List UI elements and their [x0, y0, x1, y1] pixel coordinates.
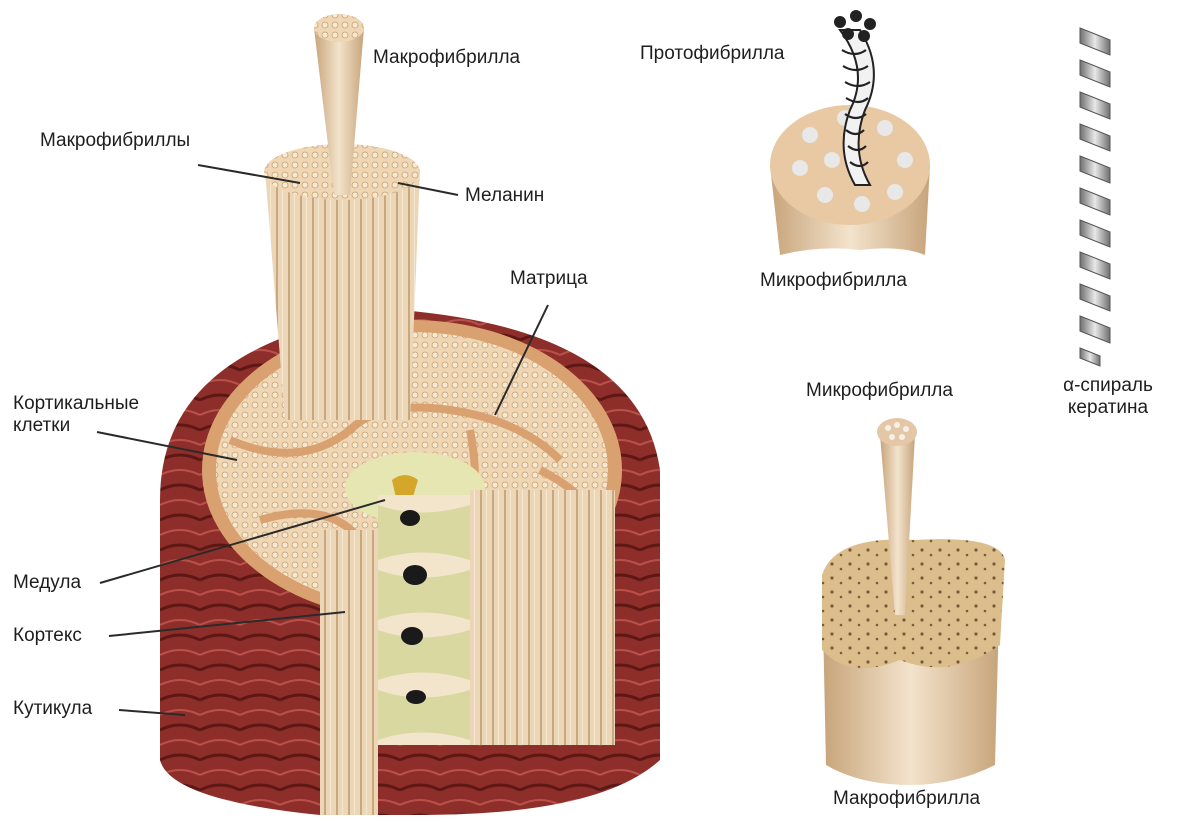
medulla-chambers — [378, 495, 470, 745]
label-microfibril-bottom: Микрофибрилла — [806, 380, 953, 402]
label-macrofibril-bottom: Макрофибрилла — [833, 788, 980, 810]
label-microfibril-top: Микрофибрилла — [760, 270, 907, 292]
alpha-helix-figure — [1080, 28, 1110, 366]
hair-cross-section — [160, 14, 660, 815]
label-cortical-cells: Кортикальные клетки — [13, 393, 139, 437]
cortex-front — [470, 490, 615, 745]
label-macrofibril-top: Макрофибрилла — [373, 47, 520, 69]
label-cortex: Кортекс — [13, 625, 82, 647]
label-medulla: Медула — [13, 572, 81, 594]
label-alpha-helix: α-спираль кератина — [1052, 375, 1164, 419]
microfibril-figure — [770, 10, 930, 255]
label-matrix: Матрица — [510, 268, 588, 290]
label-macrofibrils: Макрофибриллы — [40, 130, 190, 152]
label-melanin: Меланин — [465, 185, 544, 207]
macrofibril-figure — [822, 418, 1005, 785]
label-protofibril: Протофибрилла — [640, 43, 784, 65]
label-cuticle: Кутикула — [13, 698, 92, 720]
cortex-left-strip — [320, 530, 378, 815]
